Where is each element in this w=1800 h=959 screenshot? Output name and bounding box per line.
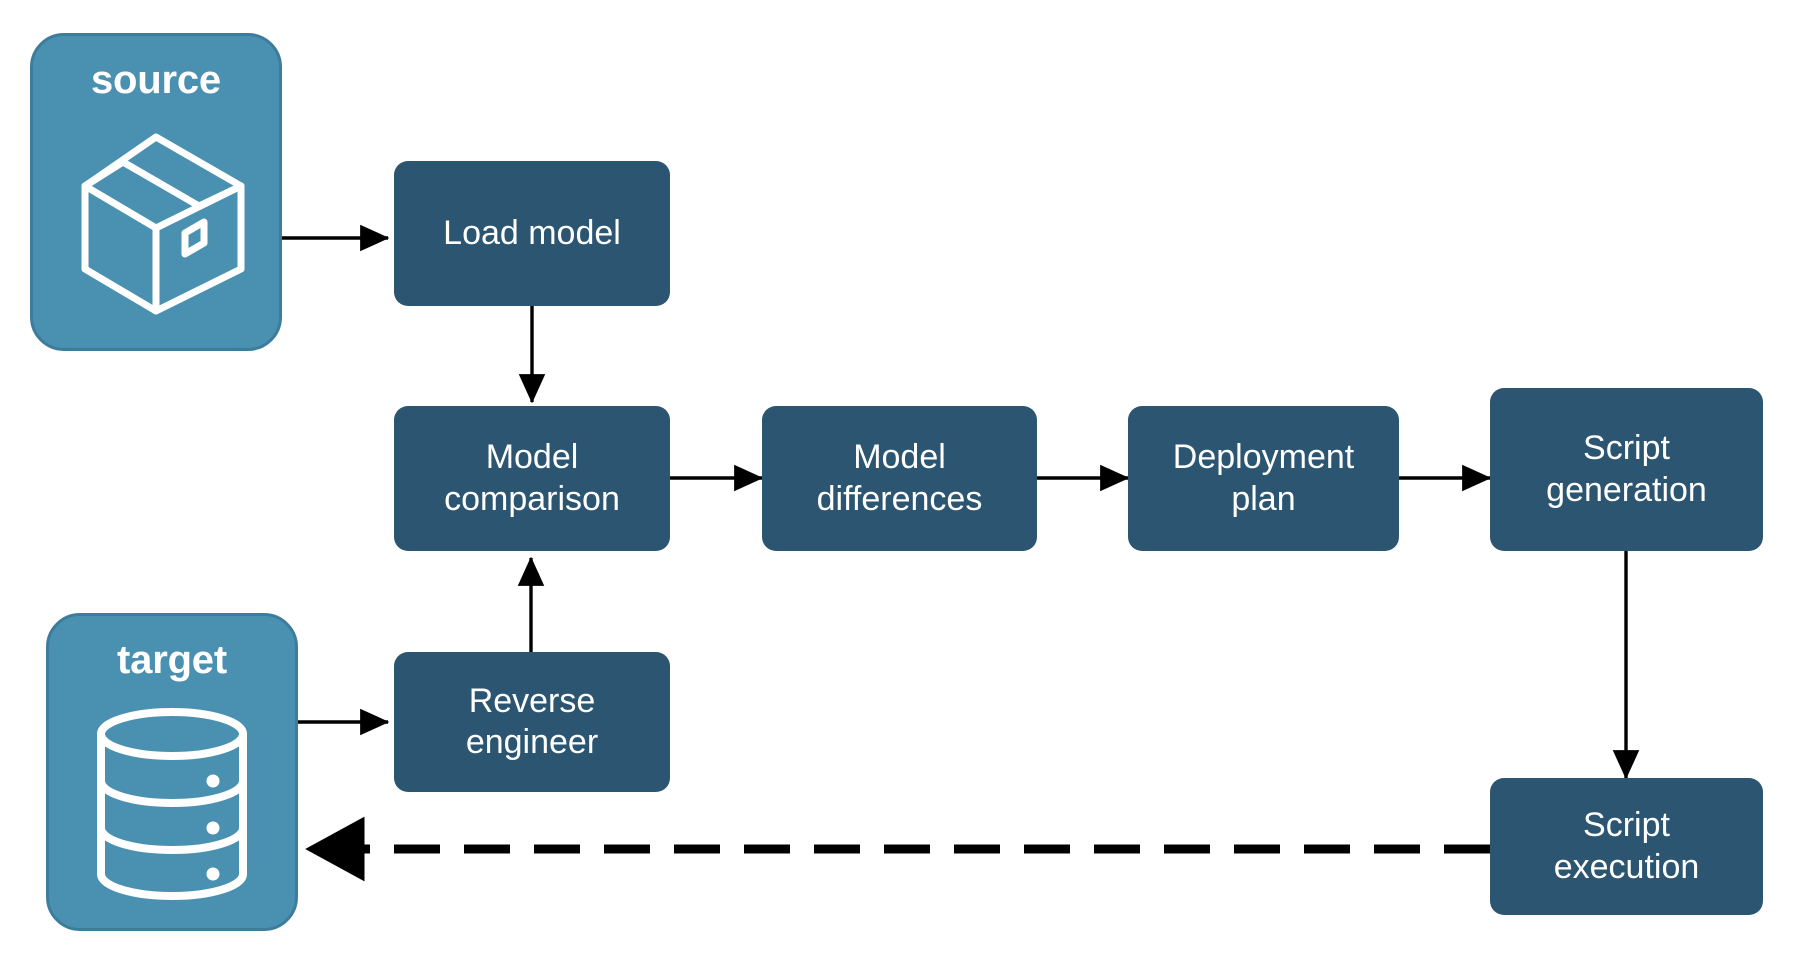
process-box-script-execution[interactable]: Script execution [1490, 778, 1763, 915]
process-box-reverse-engineer[interactable]: Reverse engineer [394, 652, 670, 792]
package-box-icon [33, 100, 279, 348]
process-box-model-differences[interactable]: Model differences [762, 406, 1037, 551]
endpoint-source-label: source [91, 58, 221, 102]
endpoint-target-label: target [117, 638, 227, 682]
endpoint-source[interactable]: source [30, 33, 282, 351]
process-box-deployment-plan[interactable]: Deployment plan [1128, 406, 1399, 551]
database-cylinder-icon [49, 680, 295, 928]
process-box-script-generation[interactable]: Script generation [1490, 388, 1763, 551]
endpoint-target[interactable]: target [46, 613, 298, 931]
process-box-load-model[interactable]: Load model [394, 161, 670, 306]
process-box-model-comparison[interactable]: Model comparison [394, 406, 670, 551]
